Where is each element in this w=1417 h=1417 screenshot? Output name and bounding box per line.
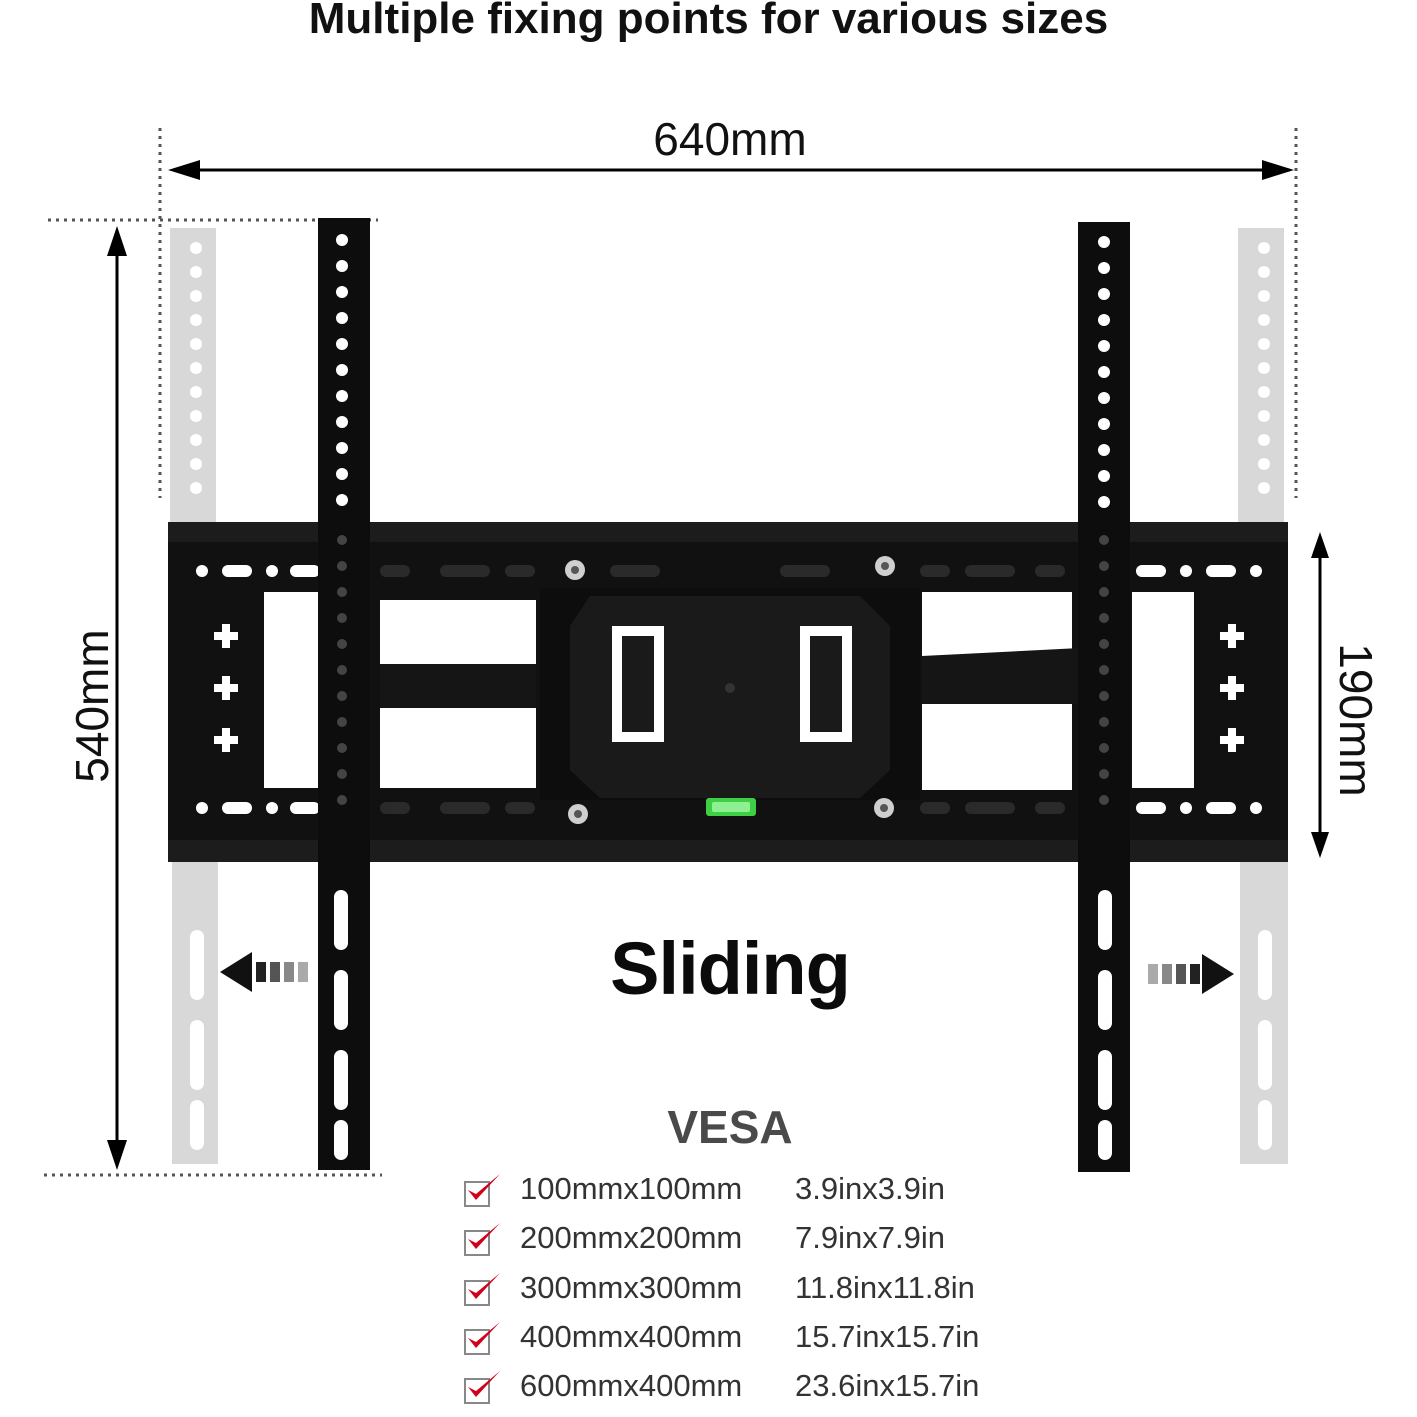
guide-lines — [44, 128, 1298, 1177]
vesa-size-mm: 600mmx400mm — [520, 1368, 743, 1403]
sliding-label: Sliding — [610, 927, 851, 1010]
vesa-size-mm: 200mmx200mm — [520, 1220, 743, 1255]
ghost-bracket-left — [170, 228, 218, 1164]
height-dimension-arrow — [107, 226, 127, 1170]
vesa-size-mm: 100mmx100mm — [520, 1171, 743, 1206]
vesa-size-item: 100mmx100mm 3.9inx3.9in — [462, 1167, 945, 1211]
vesa-size-inch: 7.9inx7.9in — [795, 1220, 945, 1255]
check-icon — [464, 1174, 500, 1207]
vesa-size-item: 600mmx400mm 23.6inx15.7in — [462, 1364, 979, 1408]
dimension-height-label: 540mm — [66, 629, 118, 783]
vesa-size-item: 300mmx300mm 11.8inx11.8in — [462, 1266, 975, 1310]
rail-dimension-arrow — [1311, 532, 1329, 858]
spirit-level-icon — [706, 798, 756, 816]
width-dimension-arrow — [168, 160, 1294, 180]
check-icon — [464, 1273, 500, 1306]
dimension-rail-spacing-label: 190mm — [1330, 643, 1382, 797]
arrow-right-icon — [1148, 954, 1234, 994]
vesa-title: VESA — [667, 1101, 793, 1153]
vesa-size-inch: 11.8inx11.8in — [795, 1270, 975, 1305]
vesa-size-item: 400mmx400mm 15.7inx15.7in — [462, 1315, 979, 1359]
arrow-left-icon — [220, 952, 308, 992]
vesa-size-item: 200mmx200mm 7.9inx7.9in — [462, 1216, 945, 1260]
vesa-size-inch: 15.7inx15.7in — [795, 1319, 980, 1354]
check-icon — [464, 1322, 500, 1355]
check-icon — [464, 1223, 500, 1256]
center-swivel-plate — [540, 556, 920, 824]
vesa-size-mm: 400mmx400mm — [520, 1319, 743, 1354]
vesa-size-inch: 23.6inx15.7in — [795, 1368, 980, 1403]
page-title: Multiple fixing points for various sizes — [308, 0, 1109, 43]
dimension-width-label: 640mm — [653, 113, 807, 165]
vesa-size-inch: 3.9inx3.9in — [795, 1171, 945, 1206]
check-icon — [464, 1371, 500, 1404]
vesa-size-mm: 300mmx300mm — [520, 1270, 743, 1305]
